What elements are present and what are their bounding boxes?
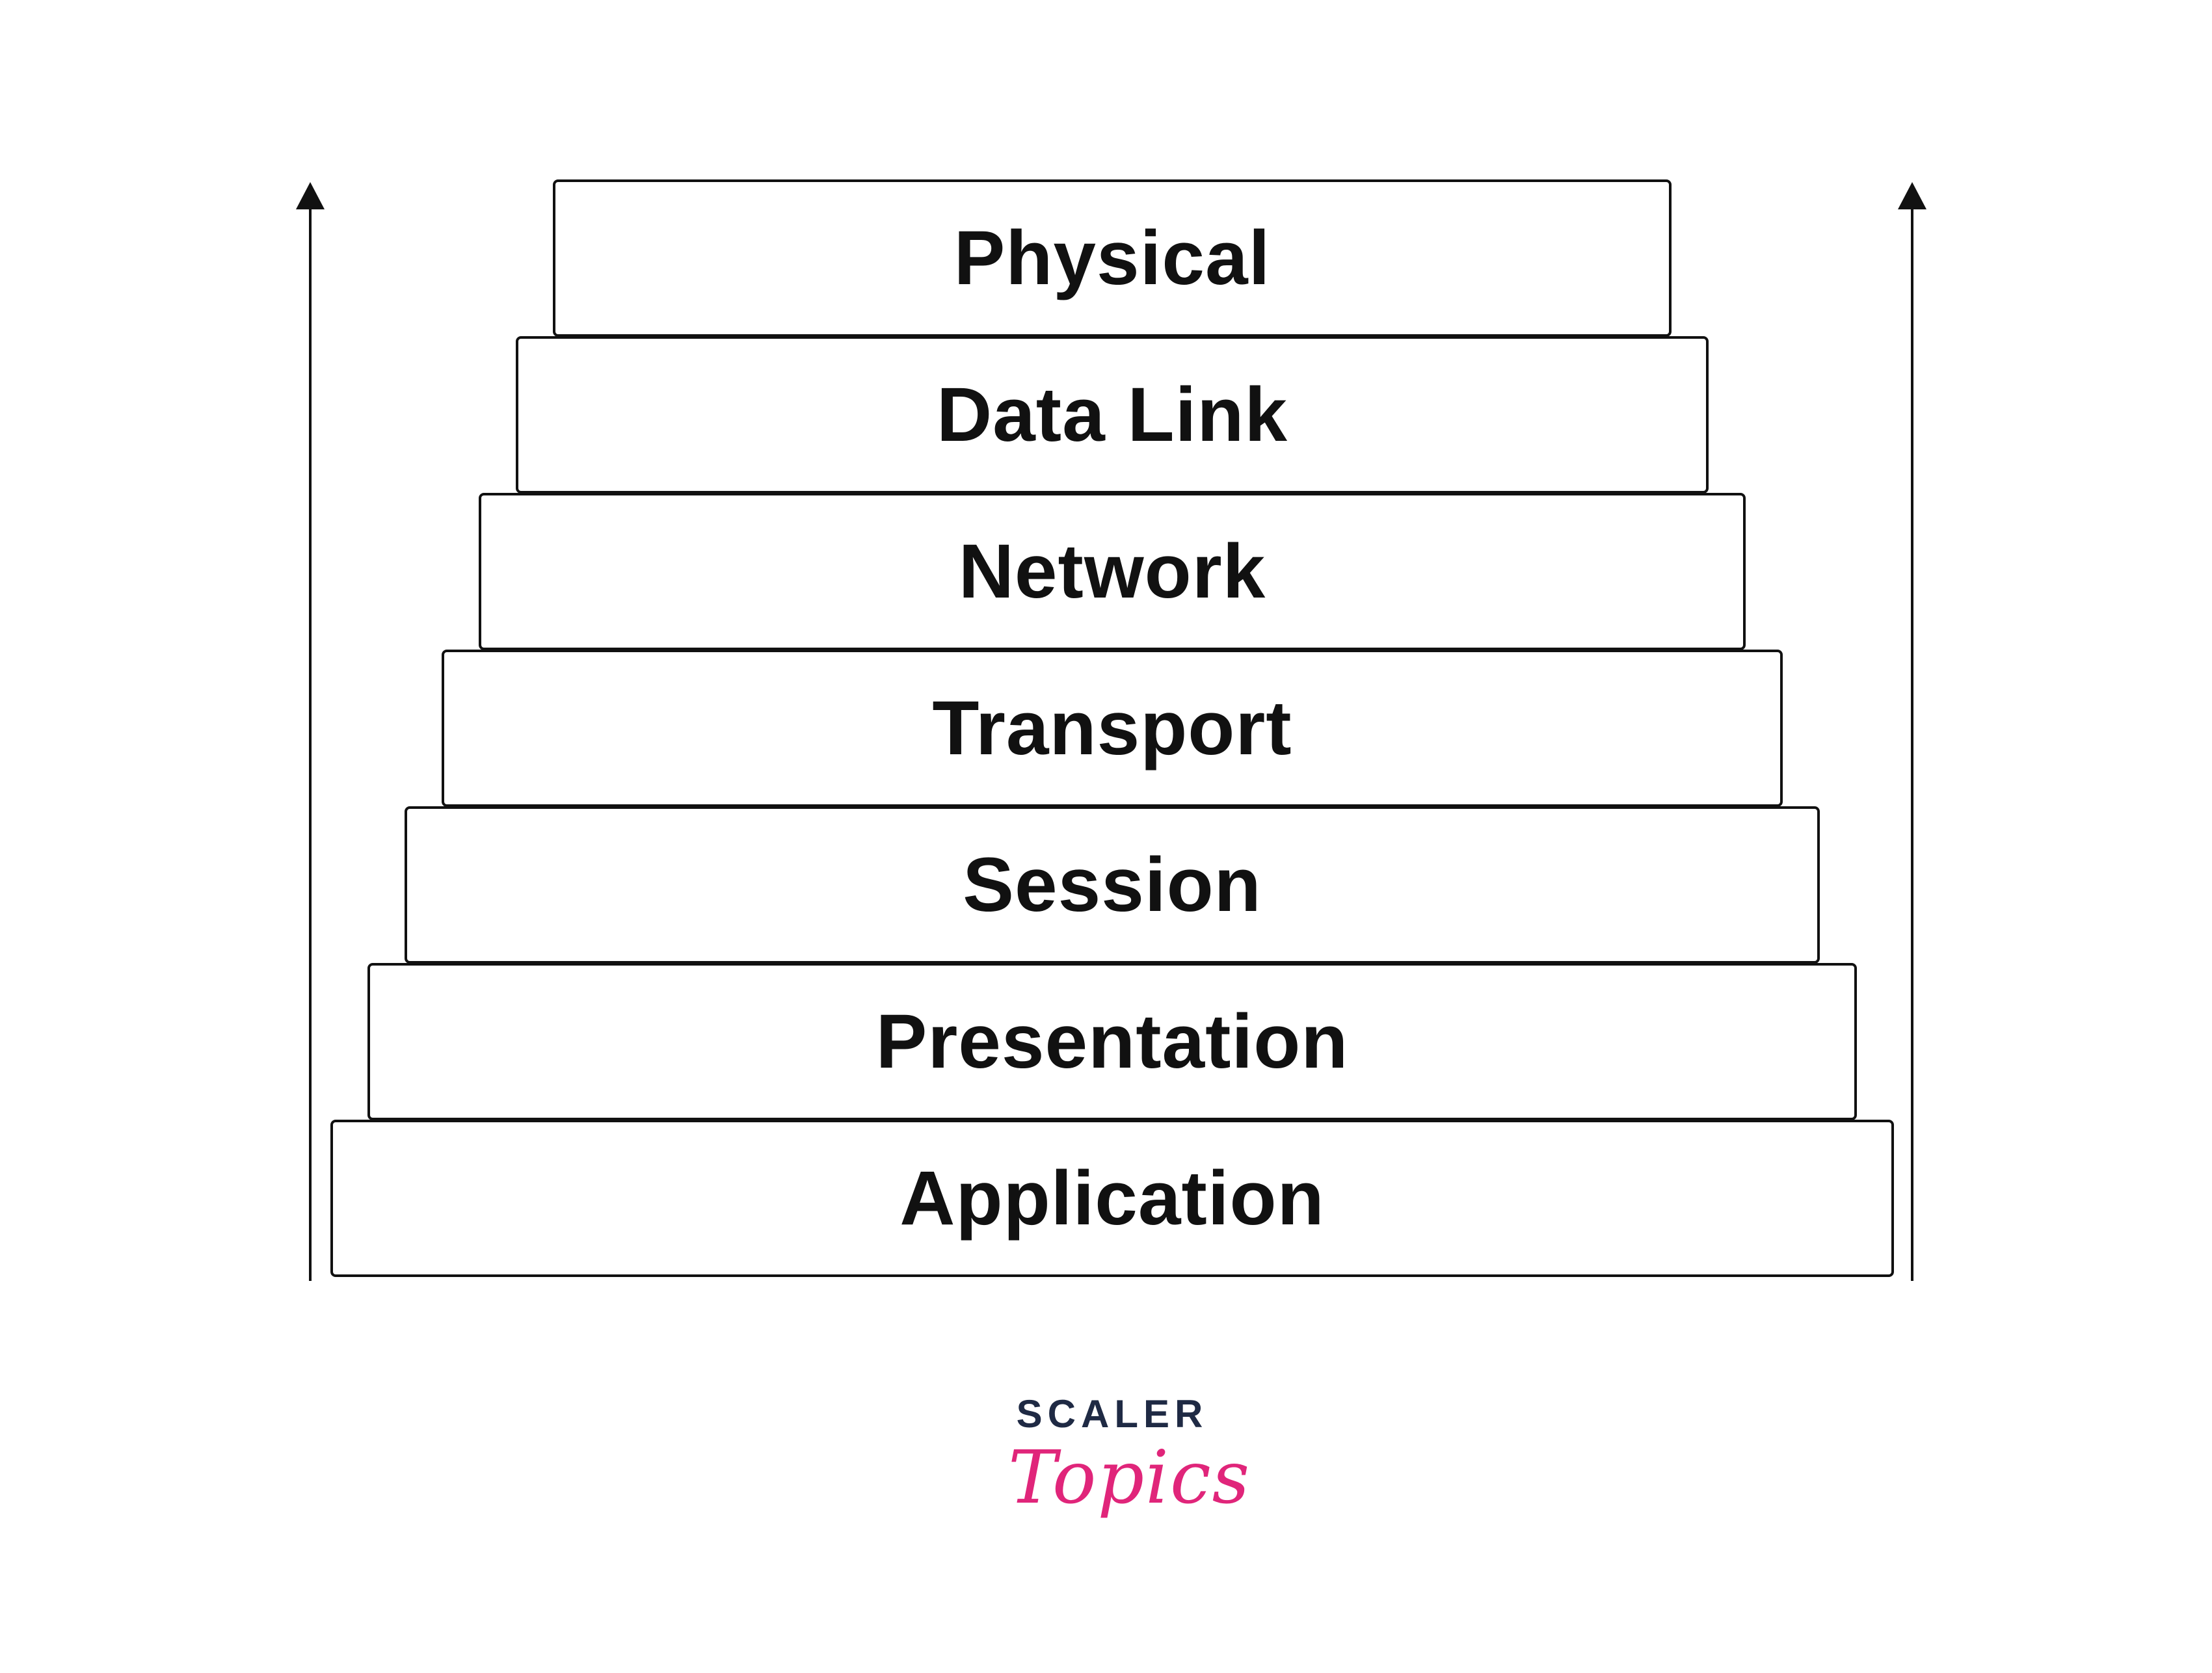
layer-label: Physical: [953, 215, 1271, 301]
logo-bottom-text: Topics: [1008, 1436, 1251, 1520]
layer-label: Network: [958, 529, 1266, 614]
scaler-topics-logo: SCALER Topics: [1008, 1391, 1251, 1561]
right-up-arrow: [1898, 182, 1926, 1281]
layer-label: Application: [899, 1155, 1325, 1241]
layer-label: Transport: [932, 685, 1292, 771]
layer-label: Session: [963, 842, 1262, 928]
layer-label: Data Link: [936, 372, 1288, 458]
layer-network: Network: [479, 493, 1746, 650]
layer-physical: Physical: [553, 179, 1672, 337]
layer-label: Presentation: [875, 999, 1349, 1085]
layer-application: Application: [330, 1120, 1894, 1277]
left-up-arrow: [296, 182, 325, 1281]
layer-transport: Transport: [442, 650, 1783, 807]
layer-session: Session: [405, 806, 1820, 964]
logo-top-text: SCALER: [1016, 1392, 1208, 1436]
layer-data-link: Data Link: [516, 336, 1709, 494]
layer-presentation: Presentation: [367, 963, 1857, 1120]
